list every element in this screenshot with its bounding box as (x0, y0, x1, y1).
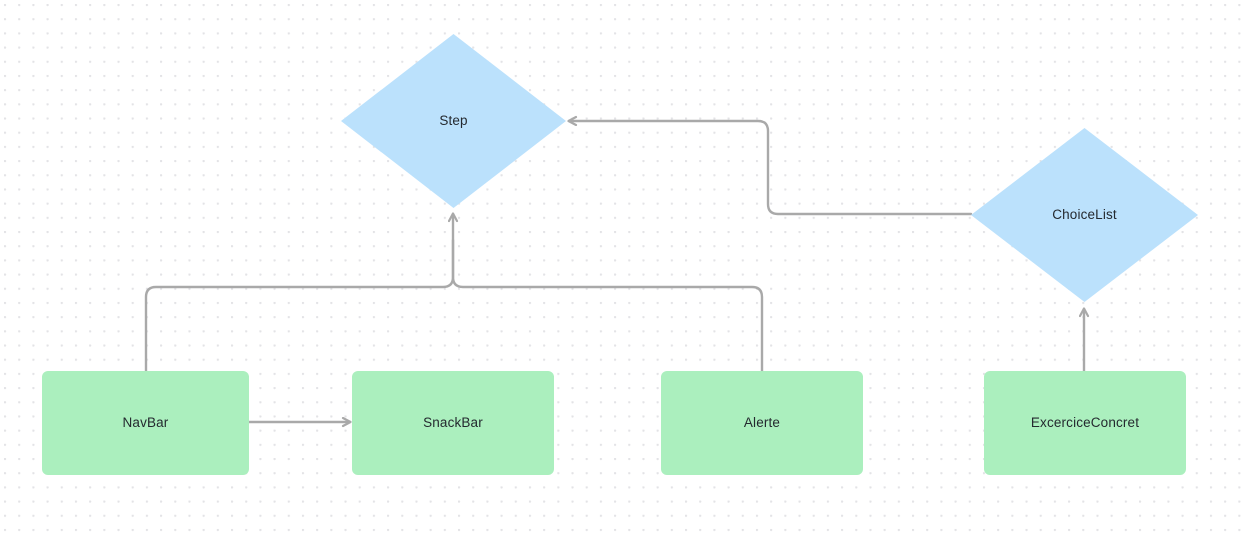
edge-navbar-to-step (144, 214, 453, 373)
node-label-choicelist: ChoiceList (1052, 206, 1117, 222)
node-label-snackbar: SnackBar (423, 414, 483, 430)
node-label-navbar: NavBar (122, 414, 169, 430)
node-alerte[interactable]: Alerte (661, 371, 863, 475)
edge-alerte-to-step (451, 238, 764, 373)
node-step[interactable]: Step (341, 34, 566, 208)
node-label-excerciceconcret: ExcerciceConcret (1030, 414, 1140, 430)
diamond-shape (971, 128, 1198, 302)
node-label-step: Step (439, 112, 468, 128)
node-choicelist[interactable]: ChoiceList (971, 128, 1198, 302)
edge-choicelist-to-step (569, 121, 973, 216)
node-excerciceconcret[interactable]: ExcerciceConcret (984, 371, 1186, 475)
node-label-alerte: Alerte (743, 414, 781, 430)
node-navbar[interactable]: NavBar (42, 371, 249, 475)
node-snackbar[interactable]: SnackBar (352, 371, 554, 475)
diamond-shape (341, 34, 566, 208)
